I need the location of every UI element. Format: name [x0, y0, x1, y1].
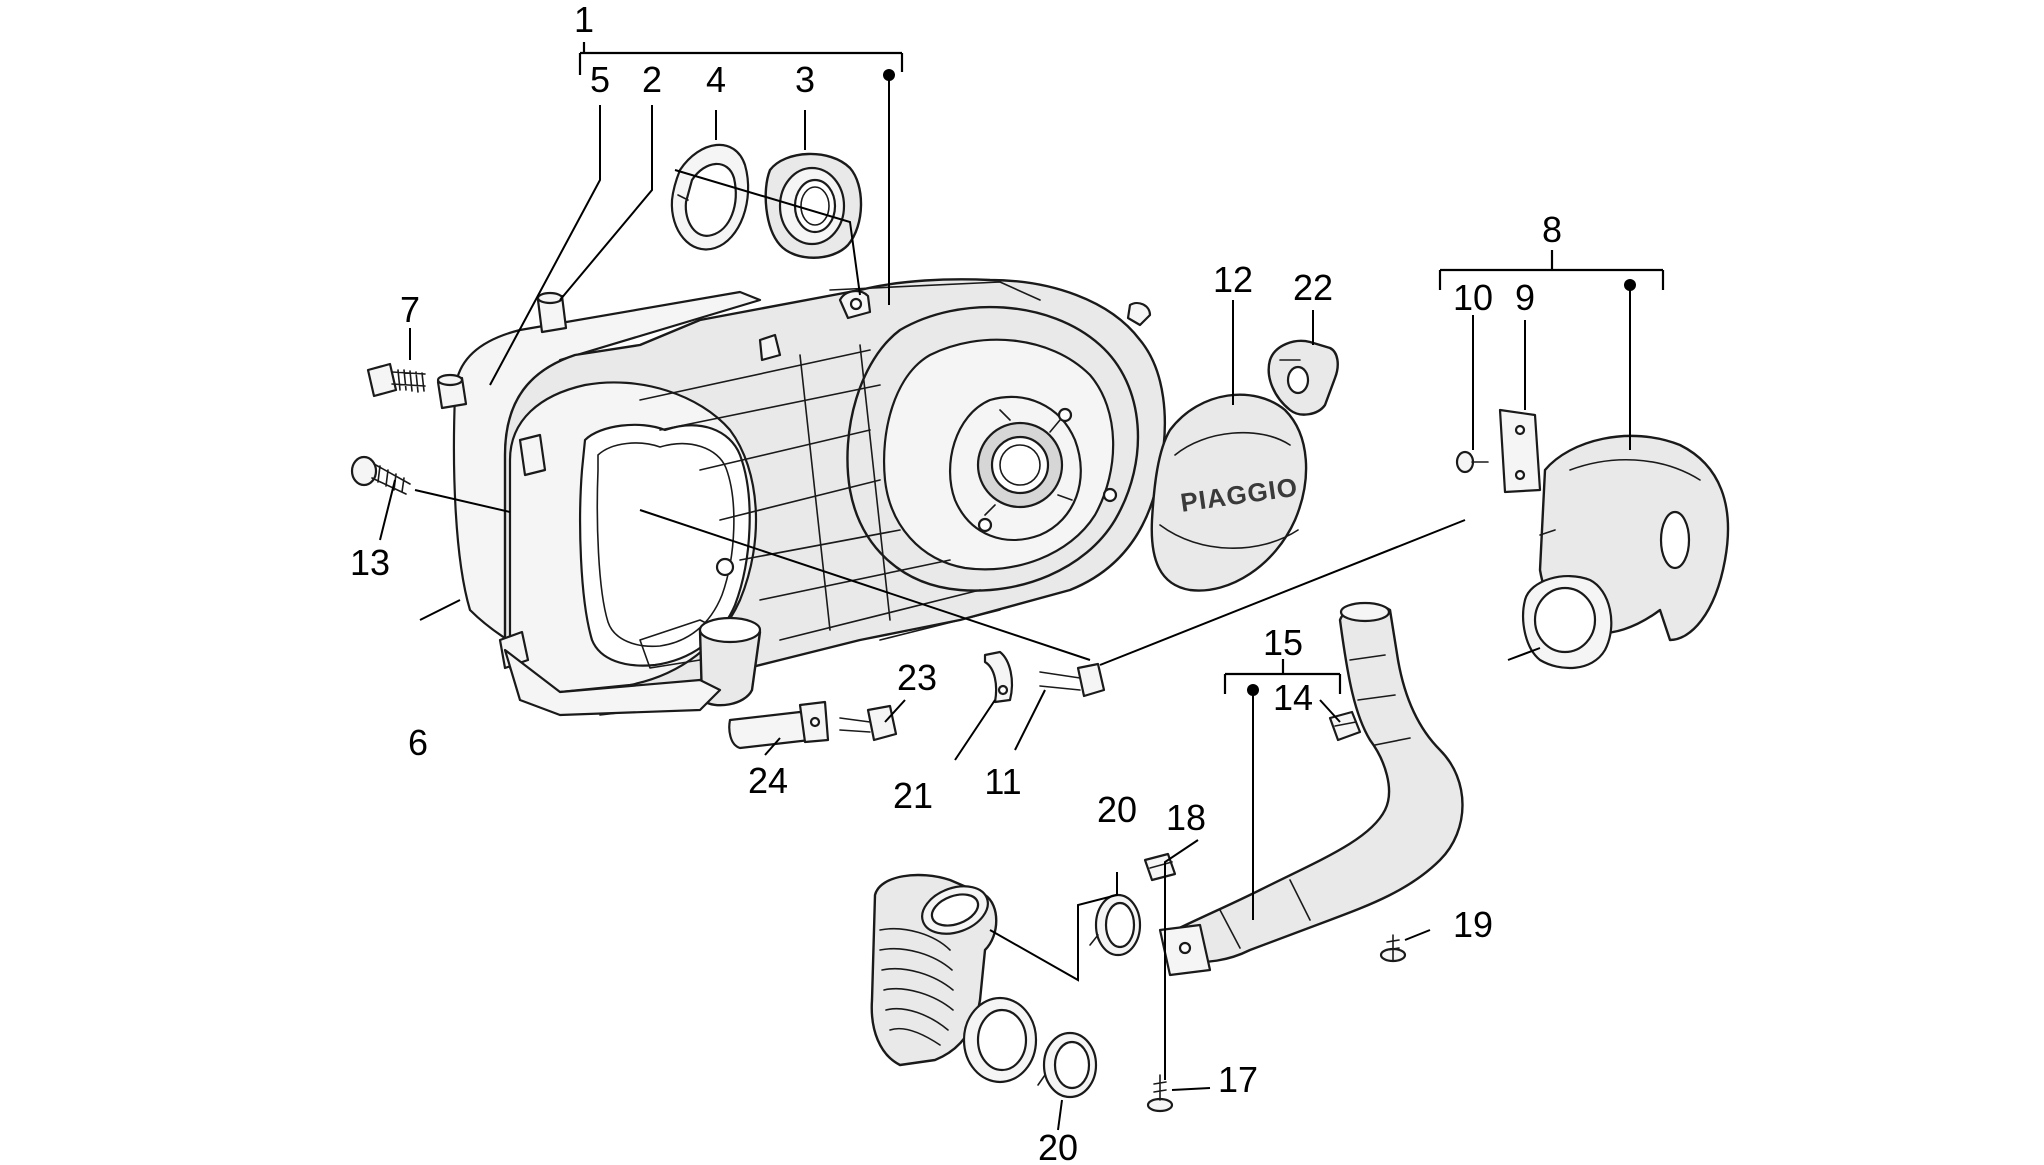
bellows-hose [870, 873, 1038, 1084]
callout-24: 24 [748, 760, 788, 801]
callout-10: 10 [1453, 277, 1493, 318]
callout-3: 3 [795, 59, 815, 100]
bracket-part-24 [728, 700, 830, 750]
bolt-part-11 [1039, 662, 1106, 698]
clutch-cover-cap-part-12: PIAGGIO [1150, 393, 1308, 592]
screw-part-10 [1455, 450, 1489, 474]
callout-7: 7 [400, 289, 420, 330]
callout-22: 22 [1293, 267, 1333, 308]
callout-6: 6 [408, 722, 428, 763]
callout-17: 17 [1218, 1059, 1258, 1100]
hose-clamp-part-20-upper [1089, 893, 1142, 957]
callout-19: 19 [1453, 904, 1493, 945]
screw-part-19 [1379, 934, 1407, 963]
screw-part-7 [366, 362, 426, 398]
callout-8: 8 [1542, 209, 1562, 250]
callout-18: 18 [1166, 797, 1206, 838]
callout-1: 1 [574, 0, 594, 40]
clamp-part-21 [983, 650, 1014, 704]
callout-5: 5 [590, 59, 610, 100]
callout-4: 4 [706, 59, 726, 100]
callout-2: 2 [642, 59, 662, 100]
screw-part-17 [1146, 1074, 1174, 1113]
hose-clamp-part-20-lower [1037, 1031, 1098, 1099]
bolt-part-23 [839, 704, 898, 742]
callout-20-upper: 20 [1097, 789, 1137, 830]
plate-part-9 [1498, 408, 1542, 494]
callout-12: 12 [1213, 259, 1253, 300]
leader-lines [379, 75, 1631, 1131]
bearing-part-3 [764, 152, 863, 259]
callout-20-lower: 20 [1038, 1127, 1078, 1165]
callout-11: 11 [984, 761, 1021, 802]
plug-part-22 [1267, 339, 1339, 416]
callout-14: 14 [1273, 677, 1313, 718]
callout-15: 15 [1263, 622, 1303, 663]
callout-21: 21 [893, 775, 933, 816]
screw-part-13 [350, 455, 411, 495]
callout-9: 9 [1515, 277, 1535, 318]
intake-pipe-part-15 [1158, 601, 1464, 977]
bushing-part-5 [436, 373, 468, 410]
callout-labels: 1 5 2 4 3 7 13 6 12 22 8 10 9 23 24 21 1… [350, 0, 1562, 1165]
bushing-part-2 [536, 291, 568, 334]
callout-13: 13 [350, 542, 390, 583]
seal-ring-part-4 [670, 143, 750, 251]
group-bracket-1 [578, 42, 904, 81]
transmission-cover [452, 278, 1167, 717]
air-duct-part-8 [1522, 434, 1730, 670]
callout-23: 23 [897, 657, 937, 698]
